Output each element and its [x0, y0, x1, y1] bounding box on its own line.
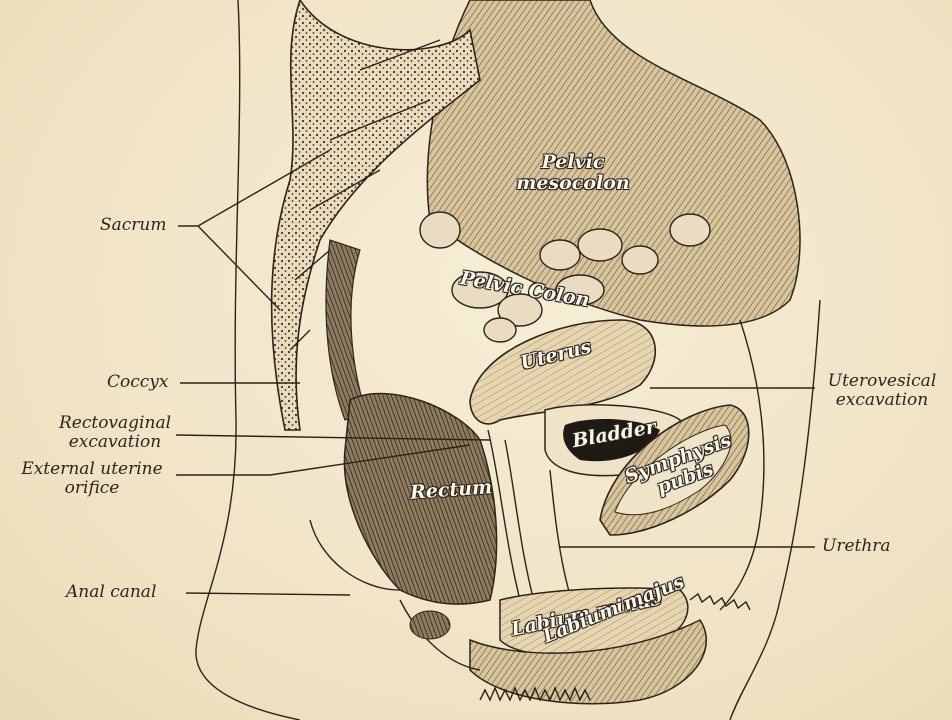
label-external-uterine-orifice: External uterine orifice [8, 460, 176, 498]
label-urethra: Urethra [822, 537, 891, 556]
label-anal-canal: Anal canal [66, 583, 156, 602]
body-outline-front [730, 300, 820, 720]
label-pelvic-line2: mesocolon [508, 173, 638, 194]
label-rectovaginal-line1: Rectovaginal [52, 414, 178, 433]
label-rectovaginal: Rectovaginal excavation [52, 414, 178, 452]
label-external-line2: orifice [8, 479, 176, 498]
label-uterovesical-line1: Uterovesical [818, 372, 946, 391]
label-uterovesical-excavation: Uterovesical excavation [818, 372, 946, 410]
label-uterovesical-line2: excavation [818, 391, 946, 410]
label-external-line1: External uterine [8, 460, 176, 479]
label-rectovaginal-line2: excavation [52, 433, 178, 452]
label-pelvic-line1: Pelvic [508, 152, 638, 173]
label-pelvic-mesocolon: Pelvic mesocolon [508, 152, 638, 194]
label-coccyx: Coccyx [107, 373, 168, 392]
label-sacrum: Sacrum [100, 216, 167, 235]
